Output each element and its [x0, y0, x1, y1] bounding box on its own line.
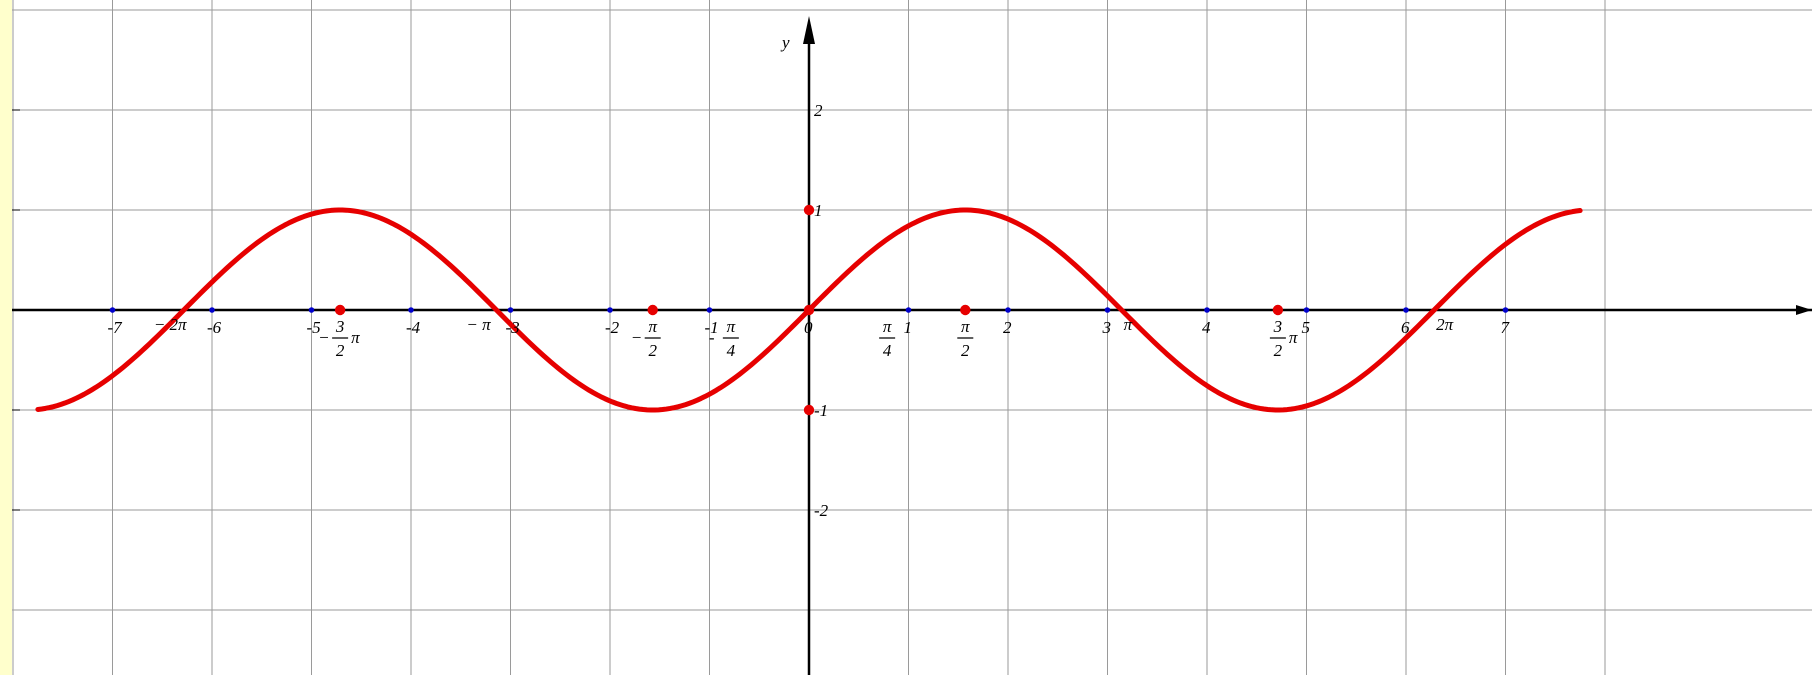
fraction-tick-label: −3 2π [318, 317, 360, 360]
pi-tick-label: − π [466, 315, 491, 334]
pi-tick-label: 2π [1436, 315, 1454, 334]
special-point-dot [334, 304, 346, 316]
x-tick-dot [507, 307, 514, 313]
fraction-denominator: 2 [961, 341, 970, 360]
fraction-sign: − [318, 328, 329, 347]
x-tick-label: 6 [1401, 318, 1410, 337]
x-tick-label: -6 [207, 318, 222, 337]
x-tick-label: 4 [1202, 318, 1211, 337]
x-tick-dot [109, 307, 116, 313]
special-point-dot [960, 304, 971, 316]
x-tick-label: -5 [307, 318, 321, 337]
plot-background [12, 0, 1812, 675]
x-tick-label: -7 [108, 318, 124, 337]
fraction-sign: - [709, 328, 715, 347]
x-axis-arrow-icon [1796, 305, 1812, 315]
x-tick-label: -1 [705, 318, 719, 337]
x-tick-label: -2 [605, 318, 620, 337]
special-point-dot [1272, 304, 1284, 316]
x-tick-dot [1303, 307, 1310, 313]
y-tick-label: 2 [814, 101, 823, 120]
fraction-tick-label: π4 [879, 317, 896, 360]
fraction-numerator: π [961, 317, 970, 336]
fraction-denominator: 2 [336, 341, 345, 360]
x-tick-dot [1005, 307, 1011, 313]
fraction-sign: − [631, 328, 642, 347]
fraction-numerator: π [727, 317, 736, 336]
y-tick-label: 1 [814, 201, 823, 220]
special-point-dot [647, 304, 658, 316]
fraction-numerator: 3 [1273, 317, 1283, 336]
fraction-numerator: 3 [335, 317, 345, 336]
fraction-numerator: π [648, 317, 657, 336]
y-tick-label: -1 [814, 401, 828, 420]
fraction-tick-label: -π 4 [709, 317, 739, 360]
x-tick-dot [607, 307, 613, 313]
x-tick-dot [1204, 307, 1210, 313]
x-tick-label: 3 [1102, 318, 1112, 337]
fraction-tick-label: −π 2 [631, 317, 661, 360]
special-point-dot [803, 404, 815, 416]
fraction-tick-label: π2 [957, 317, 974, 360]
special-point-dot [803, 304, 815, 316]
pi-tick-label: − 2π [154, 315, 187, 334]
x-tick-label: 5 [1302, 318, 1311, 337]
x-tick-label: 7 [1501, 318, 1511, 337]
x-tick-label: 1 [904, 318, 913, 337]
y-axis-label: y [780, 33, 790, 52]
pi-tick-label: π [1124, 315, 1133, 334]
x-tick-dot [905, 307, 912, 313]
x-tick-label: -4 [406, 318, 421, 337]
x-tick-label: 2 [1003, 318, 1012, 337]
fraction-suffix: π [1289, 328, 1298, 347]
x-tick-dot [408, 307, 414, 313]
fraction-denominator: 4 [883, 341, 892, 360]
fraction-denominator: 2 [1274, 341, 1283, 360]
y-tick-label: -2 [814, 501, 829, 520]
fraction-suffix: π [351, 328, 360, 347]
x-tick-label: 0 [804, 318, 813, 337]
x-tick-dot [1104, 307, 1111, 313]
x-tick-dot [1502, 307, 1509, 313]
fraction-tick-label: 3 2π [1269, 317, 1298, 360]
x-tick-dot [308, 307, 315, 313]
x-tick-dot [209, 307, 215, 313]
fraction-denominator: 2 [648, 341, 657, 360]
x-tick-dot [706, 307, 713, 313]
fraction-numerator: π [883, 317, 892, 336]
y-axis-arrow-icon [803, 16, 815, 44]
special-point-dot [803, 204, 815, 216]
fraction-denominator: 4 [727, 341, 736, 360]
x-tick-label: -3 [506, 318, 520, 337]
x-tick-dot [1403, 307, 1409, 313]
tick-dots [109, 204, 1509, 416]
